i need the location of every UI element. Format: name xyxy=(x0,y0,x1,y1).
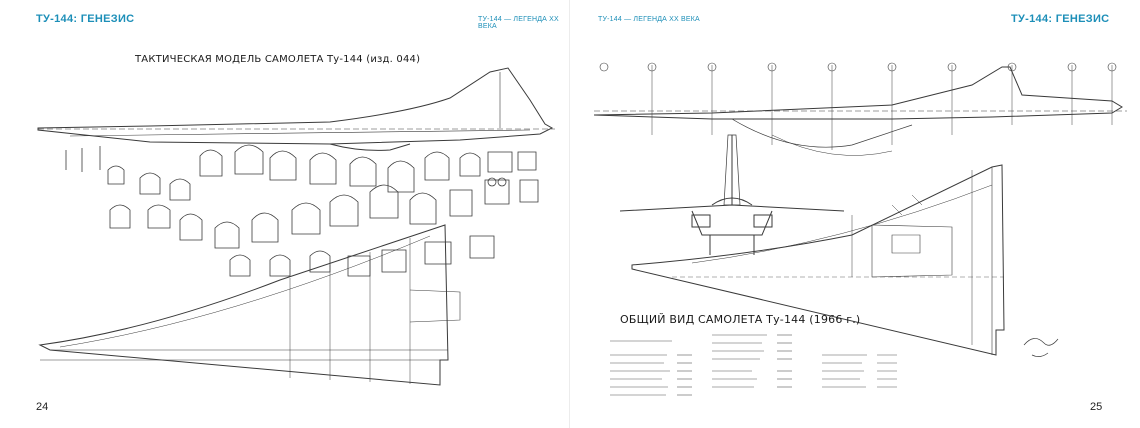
figure-caption: ТАКТИЧЕСКАЯ МОДЕЛЬ САМОЛЕТА Ту-144 (изд.… xyxy=(135,54,421,65)
page-number: 25 xyxy=(1090,401,1103,413)
right-page: ТУ-144 — ЛЕГЕНДА XX ВЕКА ТУ-144: ГЕНЕЗИС xyxy=(570,0,1140,428)
series-title: ТУ-144: ГЕНЕЗИС xyxy=(36,13,135,25)
tactical-model-drawing xyxy=(30,60,560,405)
figure-caption: ОБЩИЙ ВИД САМОЛЕТА Ту-144 (1966 г.) xyxy=(620,313,861,326)
series-title: ТУ-144: ГЕНЕЗИС xyxy=(1011,13,1110,25)
general-view-drawing xyxy=(592,55,1132,400)
page-number: 24 xyxy=(36,401,49,413)
left-page: ТУ-144: ГЕНЕЗИС ТУ-144 — ЛЕГЕНДА XX ВЕКА… xyxy=(30,13,560,413)
running-head: ТУ-144 — ЛЕГЕНДА XX ВЕКА xyxy=(478,16,559,30)
running-head: ТУ-144 — ЛЕГЕНДА XX ВЕКА xyxy=(598,16,700,23)
